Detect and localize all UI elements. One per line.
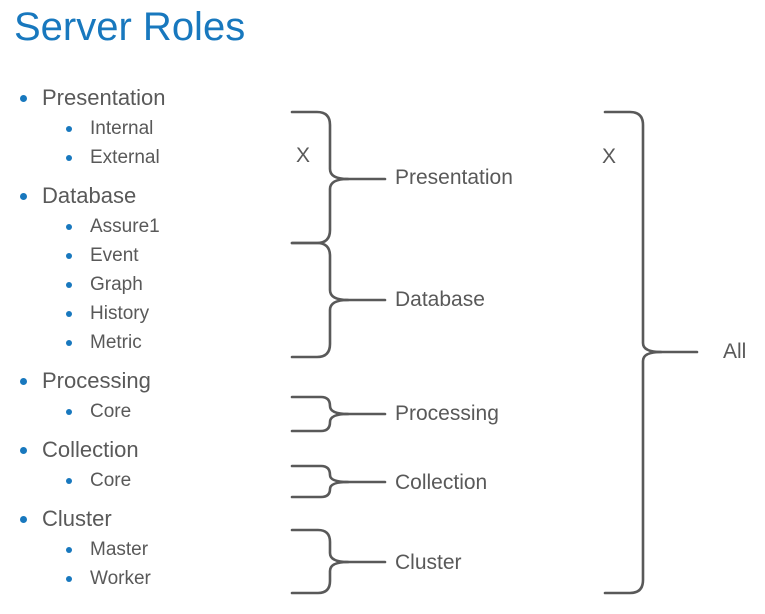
list-item: Presentation: [14, 82, 284, 114]
list-item-label: Master: [90, 538, 149, 560]
list-item-label: Assure1: [90, 215, 160, 237]
list-item: Metric: [14, 328, 284, 357]
brace-label-database: Database: [395, 288, 485, 311]
brace-label-all: All: [723, 340, 747, 363]
bullet-icon: [66, 223, 72, 230]
list-item-label: Worker: [90, 567, 151, 589]
outline-group-cluster: Cluster Master Worker: [14, 503, 284, 593]
bullet-icon: [20, 515, 27, 523]
list-item: History: [14, 299, 284, 328]
brace-label-processing: Processing: [395, 402, 499, 425]
list-item: Collection: [14, 434, 284, 466]
bullet-icon: [66, 310, 72, 317]
list-item: Processing: [14, 365, 284, 397]
outline-group-database: Database Assure1 Event Graph History Met…: [14, 180, 284, 357]
list-item: Core: [14, 466, 284, 495]
bullet-icon: [66, 408, 72, 415]
list-item-label: Cluster: [42, 506, 112, 531]
list-item: Graph: [14, 270, 284, 299]
list-item: Cluster: [14, 503, 284, 535]
list-item-label: Graph: [90, 273, 143, 295]
list-item-label: Metric: [90, 331, 142, 353]
list-item-label: External: [90, 146, 160, 168]
bullet-icon: [20, 94, 27, 102]
bullet-icon: [20, 446, 27, 454]
brace-database-icon: [290, 241, 350, 359]
list-item-label: Processing: [42, 368, 151, 393]
list-item: Worker: [14, 564, 284, 593]
bullet-icon: [66, 575, 72, 582]
list-item-label: Presentation: [42, 85, 166, 110]
brace-label-collection: Collection: [395, 471, 488, 494]
brace-cluster-icon: [290, 528, 350, 595]
list-item: Internal: [14, 114, 284, 143]
list-item: Event: [14, 241, 284, 270]
bullet-icon: [66, 546, 72, 553]
page-title: Server Roles: [14, 5, 246, 49]
x-marker-right: X: [602, 145, 617, 168]
outline-group-presentation: Presentation Internal External: [14, 82, 284, 172]
list-item: External: [14, 143, 284, 172]
brace-presentation-icon: [290, 110, 350, 245]
list-item-label: Collection: [42, 437, 139, 462]
bullet-icon: [66, 281, 72, 288]
list-item-label: Core: [90, 400, 132, 422]
x-marker-left: X: [296, 144, 311, 167]
list-item: Assure1: [14, 212, 284, 241]
bullet-icon: [66, 339, 72, 346]
brace-label-presentation: Presentation: [395, 166, 513, 189]
list-item-label: History: [90, 302, 150, 324]
server-roles-outline: Presentation Internal External Database …: [14, 82, 284, 593]
brace-label-cluster: Cluster: [395, 551, 462, 574]
list-item-label: Event: [90, 244, 139, 266]
brace-processing-icon: [290, 395, 350, 433]
list-item: Master: [14, 535, 284, 564]
list-item: Database: [14, 180, 284, 212]
brace-collection-icon: [290, 464, 350, 499]
bullet-icon: [66, 252, 72, 259]
outline-group-collection: Collection Core: [14, 434, 284, 495]
list-item: Core: [14, 397, 284, 426]
bullet-icon: [66, 154, 72, 161]
bullet-icon: [20, 192, 27, 200]
list-item-label: Database: [42, 183, 137, 208]
bullet-icon: [20, 377, 27, 385]
outline-group-processing: Processing Core: [14, 365, 284, 426]
bullet-icon: [66, 477, 72, 484]
list-item-label: Internal: [90, 117, 154, 139]
list-item-label: Core: [90, 469, 132, 491]
brace-all-icon: [603, 110, 663, 595]
bullet-icon: [66, 125, 72, 132]
